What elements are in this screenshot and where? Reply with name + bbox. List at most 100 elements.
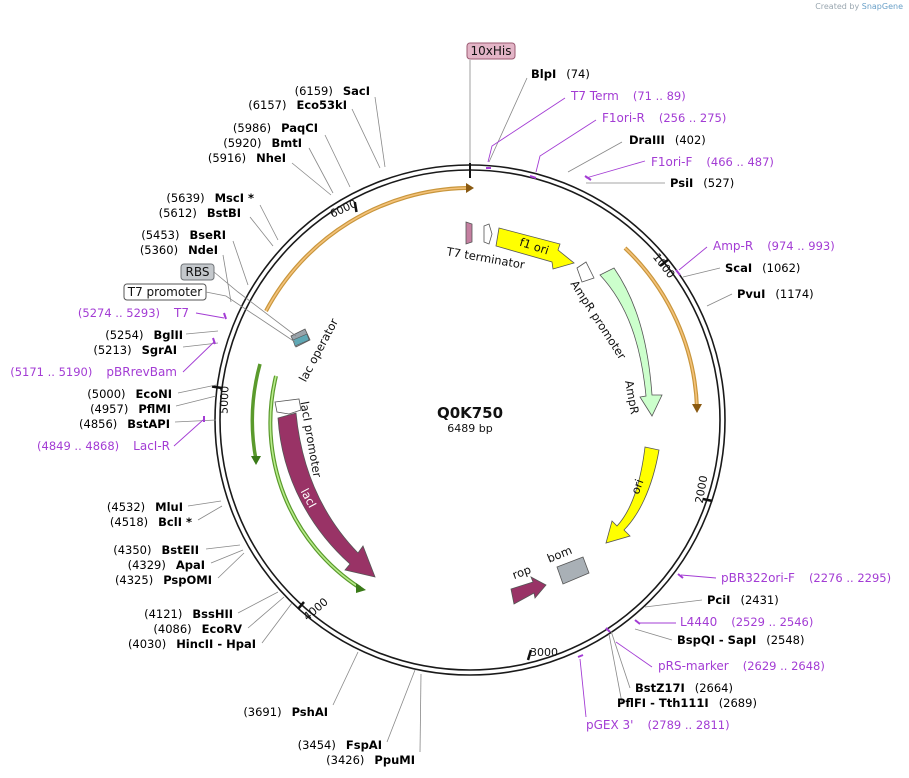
boxed-label-10xhis[interactable]: 10xHis bbox=[466, 42, 516, 60]
site-nhei[interactable]: (5916)NheI bbox=[208, 151, 286, 165]
site-hincii-hpai[interactable]: (4030)HincII - HpaI bbox=[128, 637, 256, 651]
site-scai-name: ScaI bbox=[725, 261, 752, 275]
leader-apai bbox=[210, 549, 244, 564]
primer-amp-r-name: Amp-R bbox=[713, 239, 753, 253]
site-draiii-coord: (402) bbox=[675, 133, 706, 147]
primer-laci-r-coord: (4849 .. 4868) bbox=[37, 439, 119, 453]
site-pvui[interactable]: PvuI(1174) bbox=[737, 287, 814, 301]
primer-laci-r[interactable]: (4849 .. 4868)LacI-R bbox=[37, 439, 170, 453]
site-pflfi-tth111i-name: PflFI - Tth111I bbox=[617, 696, 709, 710]
primer-mark-f1ori-f bbox=[584, 175, 592, 181]
leader-mlui bbox=[187, 500, 222, 507]
site-bcli[interactable]: (4518)BclI * bbox=[110, 515, 192, 529]
leader-bspqi bbox=[634, 628, 673, 641]
site-bspqi-sapi[interactable]: BspQI - SapI(2548) bbox=[677, 633, 804, 647]
plasmid-title: Q0K750 bbox=[437, 404, 503, 422]
site-pcii-coord: (2431) bbox=[740, 593, 778, 607]
site-psii-coord: (527) bbox=[703, 176, 734, 190]
site-blpi-coord: (74) bbox=[566, 67, 590, 81]
site-berri-coord: (5453) bbox=[141, 228, 179, 242]
primer-pbr322ori-f[interactable]: pBR322ori-F(2276 .. 2295) bbox=[721, 571, 891, 585]
site-bglii[interactable]: (5254)BglII bbox=[105, 328, 183, 342]
primer-f1ori-f[interactable]: F1ori-F(466 .. 487) bbox=[651, 155, 774, 169]
leader-rbs bbox=[213, 271, 297, 337]
site-pspomi[interactable]: (4325)PspOMI bbox=[115, 573, 212, 587]
site-eco53ki-coord: (6157) bbox=[248, 98, 286, 112]
site-bsshii[interactable]: (4121)BssHII bbox=[144, 607, 233, 621]
site-apai[interactable]: (4329)ApaI bbox=[128, 558, 205, 572]
site-bstbi[interactable]: (5612)BstBI bbox=[159, 206, 241, 220]
site-apai-name: ApaI bbox=[176, 558, 205, 572]
primer-mark-amp-r bbox=[675, 269, 681, 276]
primer-amp-r[interactable]: Amp-R(974 .. 993) bbox=[713, 239, 835, 253]
primer-t7[interactable]: (5274 .. 5293)T7 bbox=[78, 306, 189, 320]
site-paqci[interactable]: (5986)PaqCI bbox=[233, 121, 318, 135]
site-pflmi[interactable]: (4957)PflMI bbox=[90, 402, 171, 416]
site-berri[interactable]: (5453)BseRI bbox=[141, 228, 226, 242]
feature-laci-promoter[interactable] bbox=[274, 398, 302, 415]
tick-mark-3000 bbox=[526, 649, 533, 661]
primer-leader-pbrrevbam bbox=[182, 341, 215, 373]
boxed-label-rbs[interactable]: RBS bbox=[180, 263, 215, 281]
tick-mark-4000 bbox=[297, 601, 305, 610]
leader-pspomi bbox=[217, 552, 245, 579]
site-pflfi-tth111i[interactable]: PflFI - Tth111I(2689) bbox=[617, 696, 757, 710]
primer-leader-t7 bbox=[195, 312, 225, 319]
site-saci[interactable]: (6159)SacI bbox=[295, 84, 370, 98]
feature-laci[interactable] bbox=[277, 412, 376, 578]
snapgene-credit: Created by SnapGene bbox=[815, 2, 903, 11]
site-ndei[interactable]: (5360)NdeI bbox=[140, 243, 218, 257]
feature-ampr[interactable] bbox=[599, 267, 663, 417]
feature-ori[interactable] bbox=[605, 446, 660, 544]
tick-mark-5000 bbox=[211, 385, 223, 390]
site-hincii-hpai-coord: (4030) bbox=[128, 637, 166, 651]
primer-f1ori-r[interactable]: F1ori-R(256 .. 275) bbox=[602, 111, 726, 125]
feature-bom[interactable] bbox=[556, 556, 590, 585]
feature-rop[interactable] bbox=[510, 576, 547, 605]
site-pshai[interactable]: (3691)PshAI bbox=[243, 705, 328, 719]
primer-pgex3[interactable]: pGEX 3'(2789 .. 2811) bbox=[586, 718, 730, 732]
feature-f1-ori[interactable] bbox=[495, 227, 575, 270]
site-mlui-coord: (4532) bbox=[107, 500, 145, 514]
orf-arcs bbox=[250, 183, 702, 593]
leader-bglii bbox=[185, 330, 219, 335]
primer-leader-f1ori-f bbox=[585, 160, 646, 179]
site-fspai[interactable]: (3454)FspAI bbox=[298, 738, 382, 752]
site-mlui[interactable]: (4532) MluI bbox=[107, 500, 183, 514]
site-bstz17i[interactable]: BstZ17I(2664) bbox=[635, 681, 733, 695]
site-bmti[interactable]: (5920)BmtI bbox=[223, 136, 302, 150]
boxed-label-t7-promoter[interactable]: T7 promoter bbox=[123, 283, 207, 301]
site-msci[interactable]: (5639)MscI * bbox=[166, 191, 254, 205]
feature-lac-operator[interactable] bbox=[292, 333, 310, 347]
site-eco53ki[interactable]: (6157)Eco53kI bbox=[248, 98, 347, 112]
primer-pbrrevbam[interactable]: (5171 .. 5190)pBRrevBam bbox=[10, 365, 177, 379]
site-scai[interactable]: ScaI(1062) bbox=[725, 261, 800, 275]
site-pcii[interactable]: PciI(2431) bbox=[707, 593, 779, 607]
orf-arc-green-small bbox=[250, 363, 262, 461]
site-econi-coord: (5000) bbox=[87, 387, 125, 401]
leader-hincii bbox=[261, 602, 293, 644]
primer-prs-marker[interactable]: pRS-marker(2629 .. 2648) bbox=[658, 659, 825, 673]
site-ppumi[interactable]: (3426)PpuMI bbox=[326, 753, 415, 767]
site-bsteii[interactable]: (4350)BstEII bbox=[113, 543, 199, 557]
primer-pgex3-coord: (2789 .. 2811) bbox=[647, 718, 729, 732]
site-draiii[interactable]: DraIII(402) bbox=[629, 133, 706, 147]
primer-t7-term[interactable]: T7 Term(71 .. 89) bbox=[570, 89, 686, 103]
site-ecorv[interactable]: (4086)EcoRV bbox=[153, 622, 242, 636]
site-fspai-coord: (3454) bbox=[298, 738, 336, 752]
primer-l4440[interactable]: L4440(2529 .. 2546) bbox=[680, 615, 813, 629]
orf-arrowhead-green-large bbox=[356, 583, 366, 593]
primer-l4440-name: L4440 bbox=[680, 615, 717, 629]
site-mlui-name: MluI bbox=[155, 500, 183, 514]
feature-ampr-promoter[interactable] bbox=[576, 261, 595, 283]
feature-t7-terminator[interactable] bbox=[465, 221, 473, 245]
site-bglii-coord: (5254) bbox=[105, 328, 143, 342]
site-econi[interactable]: (5000)EcoNI bbox=[87, 387, 172, 401]
primer-pbr322ori-f-coord: (2276 .. 2295) bbox=[809, 571, 891, 585]
leader-saci bbox=[374, 96, 386, 168]
site-sgrai[interactable]: (5213)SgrAI bbox=[93, 343, 177, 357]
site-psii[interactable]: PsiI(527) bbox=[670, 176, 734, 190]
site-paqci-name: PaqCI bbox=[281, 121, 318, 135]
site-blpi[interactable]: BlpI(74) bbox=[531, 67, 590, 81]
site-bstapi[interactable]: (4856)BstAPI bbox=[79, 417, 170, 431]
